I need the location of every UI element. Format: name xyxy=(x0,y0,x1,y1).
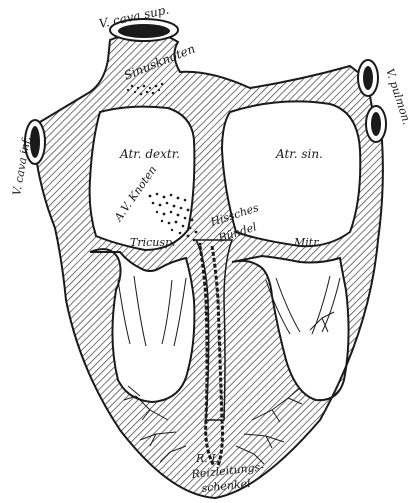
label-v-pulmon: V. pulmon. xyxy=(383,67,413,126)
label-atr-dextr: Atr. dextr. xyxy=(119,147,180,161)
label-r-l: R. L. xyxy=(195,452,222,465)
v-pulmon-lower-lumen xyxy=(371,112,381,136)
label-v-cava-inf: V. cava inf. xyxy=(10,135,33,196)
v-pulmon-upper-lumen xyxy=(363,66,373,90)
label-atr-sin: Atr. sin. xyxy=(275,147,323,161)
label-av-knoten: A.V. Knoten xyxy=(111,164,159,225)
v-cava-sup-lumen xyxy=(118,24,170,38)
label-mitr: Mitr. xyxy=(293,236,321,249)
label-tricusp: Tricusp. xyxy=(130,236,176,249)
